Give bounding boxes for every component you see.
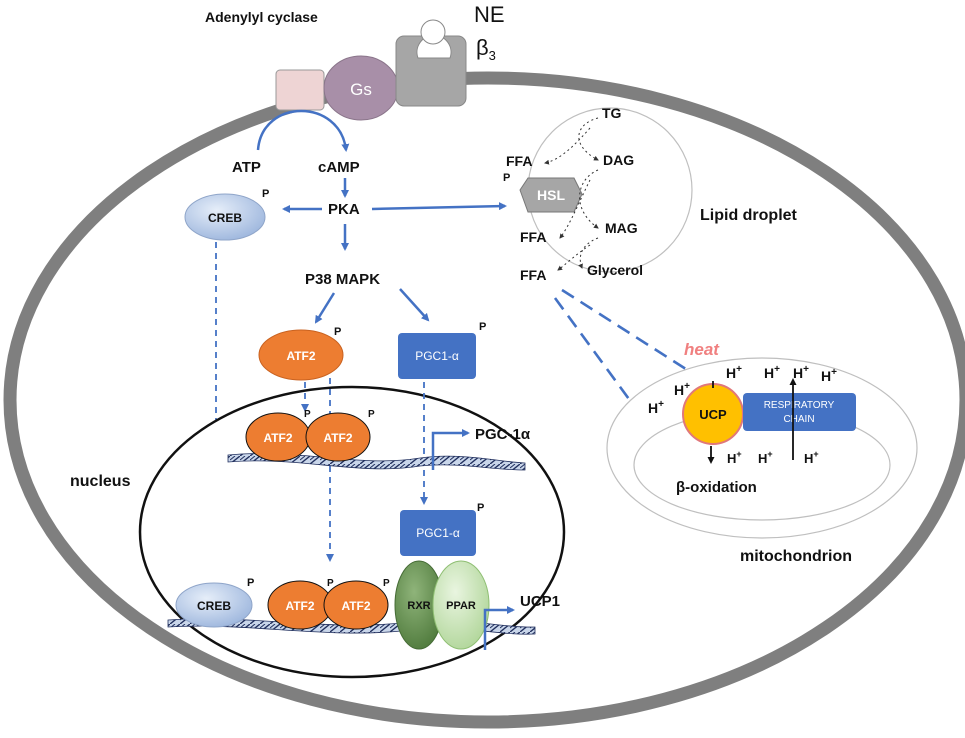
respiratory-chain-label-1: RESPIRATORY: [764, 400, 835, 411]
creb-cytosol-p: P: [262, 188, 269, 200]
atf2-upper-right-label: ATF2: [323, 431, 352, 445]
atf2-lower-right: [323, 580, 389, 630]
beta3-label: β3: [476, 35, 496, 63]
tg-dag-dotted: [578, 117, 599, 161]
pgc1a-nucleus: [400, 510, 476, 556]
atf2-lower-left-p: P: [327, 578, 334, 589]
h-plus-8: H+: [758, 449, 773, 466]
h-plus-5: H+: [793, 364, 809, 381]
h-plus-7: H+: [727, 449, 742, 466]
ffa-label-2: FFA: [520, 229, 546, 245]
ucp1-gene-label: UCP1: [520, 593, 560, 610]
atf2-upper-left-label: ATF2: [263, 431, 292, 445]
h-plus-3: H+: [726, 364, 742, 381]
tg-ffa-dotted: [544, 127, 591, 165]
atf2-lower-right-label: ATF2: [341, 599, 370, 613]
ppar: [432, 560, 490, 650]
ffa-label-1: FFA: [506, 153, 532, 169]
atp-camp-arc: [256, 109, 350, 152]
h-plus-2: H+: [648, 399, 664, 416]
hsl-label: HSL: [537, 187, 565, 203]
respiratory-chain-label-2: CHAIN: [783, 414, 814, 425]
pgc1a-nucleus-label: PGC1-α: [416, 526, 460, 540]
pgc1a-cytosol-p: P: [479, 321, 486, 333]
h-plus-4: H+: [764, 364, 780, 381]
atf2-lower-left-label: ATF2: [285, 599, 314, 613]
nucleus-label: nucleus: [70, 473, 131, 490]
pgc1a-gene-label: PGC-1α: [475, 426, 531, 443]
rxr-label: RXR: [407, 600, 430, 612]
ffa-label-3: FFA: [520, 267, 546, 283]
h-plus-9: H+: [804, 449, 819, 466]
pka-label: PKA: [328, 201, 360, 218]
ffa-ucp-dashed-arrow: [561, 288, 702, 380]
pgc1a-nucleus-p: P: [477, 502, 484, 514]
dna-upper: [227, 453, 526, 471]
mitochondrion-label: mitochondrion: [740, 548, 852, 565]
glycerol-label: Glycerol: [587, 262, 643, 278]
ne-ligand: [420, 19, 446, 45]
pgc1a-cytosol: [398, 333, 476, 379]
atp-label: ATP: [232, 159, 261, 176]
atf2-upper-right: [305, 412, 371, 462]
atf2-cytosol: [258, 329, 344, 381]
dag-ffa-dotted: [559, 179, 591, 239]
creb-nucleus: [175, 582, 253, 628]
h-plus-6: H+: [821, 367, 837, 384]
atf2-cytosol-p: P: [334, 326, 341, 338]
atf2-upper-right-p: P: [368, 409, 375, 420]
ne-label: NE: [474, 2, 505, 27]
ppar-label: PPAR: [446, 600, 476, 612]
beta-oxidation-label: β-oxidation: [676, 479, 757, 496]
heat-label: heat: [684, 340, 720, 359]
respiratory-chain: [743, 393, 856, 431]
pgc1a-cytosol-label: PGC1-α: [415, 349, 459, 363]
dag-label: DAG: [603, 152, 634, 168]
pka-hsl-arrow: [371, 202, 507, 211]
atf2-lower-right-p: P: [383, 578, 390, 589]
ucp-label: UCP: [699, 407, 727, 422]
gs-label: Gs: [350, 80, 372, 99]
p38-pgc1a-arrow: [399, 288, 430, 322]
atf2-cytosol-label: ATF2: [286, 349, 315, 363]
atf2-upper-left-p: P: [304, 409, 311, 420]
creb-nucleus-p: P: [247, 577, 254, 589]
adenylyl-cyclase-label: Adenylyl cyclase: [205, 9, 318, 25]
adenylyl-cyclase-shape: [275, 69, 325, 111]
p38-label: P38 MAPK: [305, 271, 380, 288]
lipid-droplet-label: Lipid droplet: [700, 207, 798, 224]
mag-label: MAG: [605, 220, 638, 236]
p38-atf2-arrow: [314, 292, 336, 324]
mag-glycerol-dotted: [578, 237, 599, 269]
ucp1-gene-arrow: [483, 606, 515, 650]
pgc1a-gene-arrow: [431, 429, 470, 470]
creb-cytosol-label: CREB: [208, 211, 242, 225]
hsl-p: P: [503, 172, 510, 184]
tg-label: TG: [602, 105, 622, 121]
creb-nucleus-label: CREB: [197, 599, 231, 613]
creb-cytosol: [184, 193, 266, 241]
camp-label: cAMP: [318, 159, 360, 176]
hsl-enzyme: [519, 177, 583, 213]
h-plus-1: H+: [674, 381, 690, 398]
ffa-beta-oxidation-dashed-arrow: [553, 297, 677, 464]
